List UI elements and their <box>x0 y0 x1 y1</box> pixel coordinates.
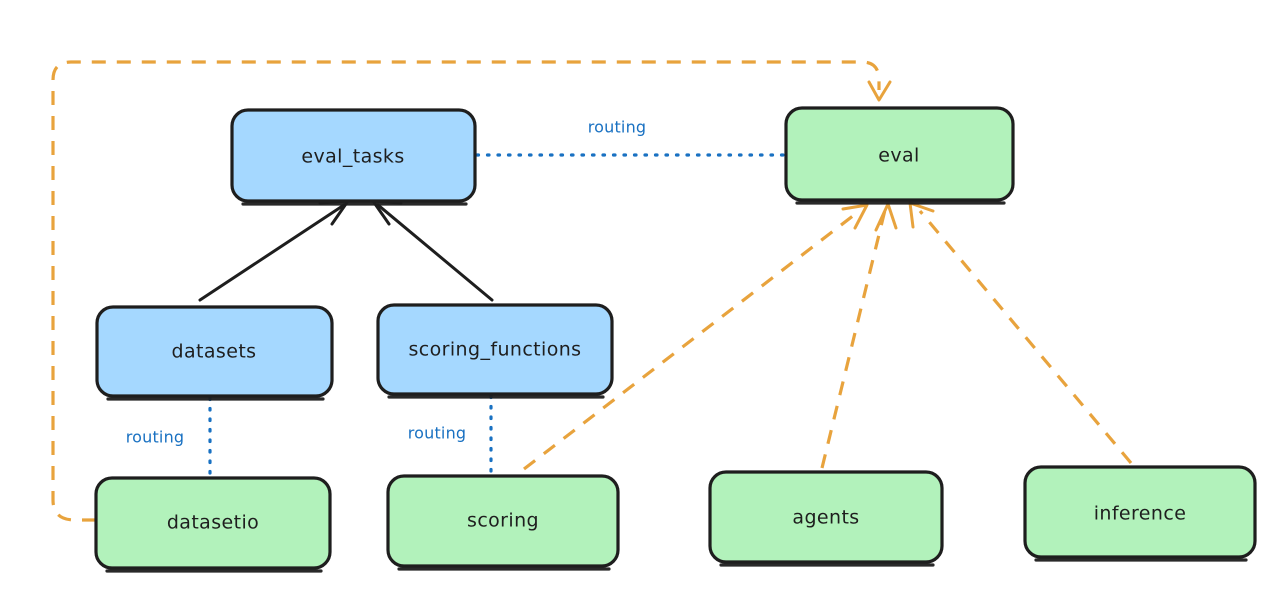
edge-scoring-eval <box>523 203 869 471</box>
node-agents-box[interactable] <box>708 470 944 564</box>
edge-datasets-datasetio: routing <box>126 396 212 479</box>
edge-datasets-eval_tasks-line <box>198 203 346 302</box>
node-inference-label: inference <box>1094 503 1187 525</box>
node-scoring-box[interactable] <box>386 474 620 568</box>
node-eval-tasks-label: eval_tasks <box>301 146 404 168</box>
node-datasetio[interactable]: datasetio <box>94 476 332 573</box>
edge-scoring_functions-eval_tasks <box>371 199 494 302</box>
edge-datasetio-eval <box>51 60 892 522</box>
edge-datasetio-eval-line <box>51 60 881 522</box>
edge-datasetio-eval-arrowhead <box>867 80 892 102</box>
edge-datasets-eval_tasks <box>198 199 350 302</box>
edge-scoring_functions-eval_tasks-line <box>376 203 494 302</box>
node-inference[interactable]: inference <box>1023 465 1257 562</box>
edge-agents-eval-line <box>820 209 887 469</box>
edge-agents-eval-arrowhead <box>874 202 898 232</box>
node-scoring-functions-label: scoring_functions <box>409 339 582 361</box>
edge-eval_tasks-eval: routing <box>475 118 786 157</box>
node-scoring-functions[interactable]: scoring_functions <box>376 303 614 399</box>
node-eval-tasks[interactable]: eval_tasks <box>230 108 477 206</box>
node-datasets-label: datasets <box>172 341 257 363</box>
node-eval-tasks-box[interactable] <box>230 108 477 203</box>
node-eval-box[interactable] <box>784 106 1015 202</box>
edge-scoring-eval-line <box>523 210 859 471</box>
node-agents[interactable]: agents <box>708 470 944 567</box>
node-scoring-label: scoring <box>467 510 539 532</box>
edge-agents-eval <box>820 202 898 469</box>
edge-scoring_functions-scoring: routing <box>408 394 493 477</box>
edge-scoring-eval-arrowhead <box>841 203 869 230</box>
edge-label-routing-eval_tasks: routing <box>588 118 647 137</box>
node-scoring[interactable]: scoring <box>386 474 620 571</box>
edge-label-routing-scoring_functions: routing <box>408 424 467 443</box>
node-datasetio-label: datasetio <box>167 512 259 534</box>
edge-label-routing-datasets: routing <box>126 428 185 447</box>
node-agents-label: agents <box>792 507 859 529</box>
node-eval-label: eval <box>878 145 919 167</box>
node-inference-box[interactable] <box>1023 465 1257 559</box>
node-eval[interactable]: eval <box>784 106 1015 205</box>
edge-inference-eval-line <box>918 209 1133 465</box>
node-datasets-box[interactable] <box>95 305 334 398</box>
node-scoring-functions-box[interactable] <box>376 303 614 396</box>
node-datasets[interactable]: datasets <box>95 305 334 401</box>
edge-inference-eval <box>908 201 1133 465</box>
node-datasetio-box[interactable] <box>94 476 332 570</box>
